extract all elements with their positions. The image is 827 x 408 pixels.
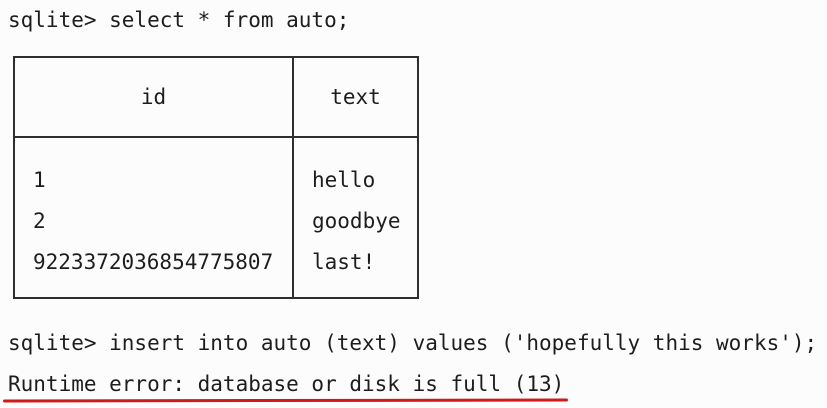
select-command-line: sqlite> select * from auto; (8, 8, 350, 32)
cell-id-3: 9223372036854775807 (13, 242, 294, 299)
table-row: 9223372036854775807 last! (13, 242, 419, 299)
cell-text-3: last! (292, 242, 419, 299)
table-header-row: id text (13, 56, 419, 138)
runtime-error-line: Runtime error: database or disk is full … (8, 372, 565, 396)
cell-id-1: 1 (13, 137, 294, 201)
query-result-table: id text 1 hello 2 goodbye 92233720368547… (13, 56, 419, 299)
cell-id-2: 2 (13, 201, 294, 242)
table-row: 1 hello (13, 137, 419, 201)
column-header-id: id (13, 56, 294, 138)
cell-text-1: hello (292, 137, 419, 201)
error-underline (2, 398, 569, 403)
table-row: 2 goodbye (13, 201, 419, 242)
insert-command-line: sqlite> insert into auto (text) values (… (8, 331, 818, 355)
column-header-text: text (292, 56, 419, 138)
cell-text-2: goodbye (292, 201, 419, 242)
